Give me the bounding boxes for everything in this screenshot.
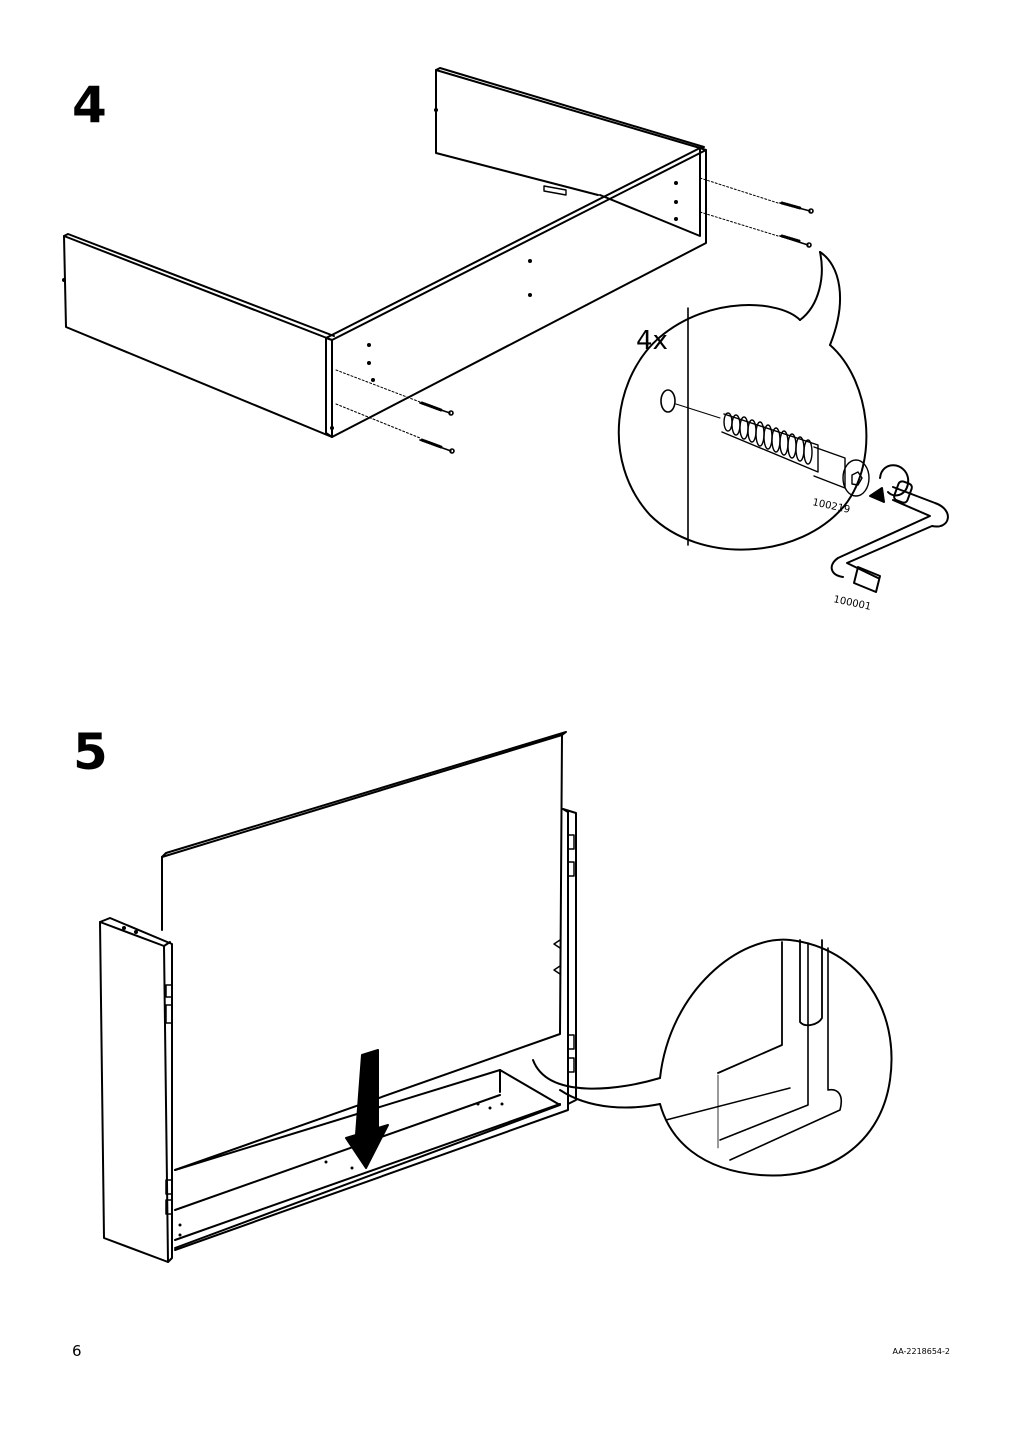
tool-part-label: 100001 <box>832 594 872 613</box>
page-number: 6 <box>72 1342 82 1360</box>
step5-assembly <box>99 731 577 1263</box>
step4-screws <box>335 177 814 454</box>
step5-detail <box>532 938 893 1177</box>
document-code: AA-2218654-2 <box>892 1347 950 1356</box>
step-4-number: 4 <box>72 76 107 134</box>
screw-part-label: 100219 <box>811 497 851 516</box>
step4-detail <box>617 251 949 593</box>
step-5-number: 5 <box>73 723 108 781</box>
step4-frame <box>62 67 707 438</box>
quantity-label: 4x <box>636 326 668 356</box>
